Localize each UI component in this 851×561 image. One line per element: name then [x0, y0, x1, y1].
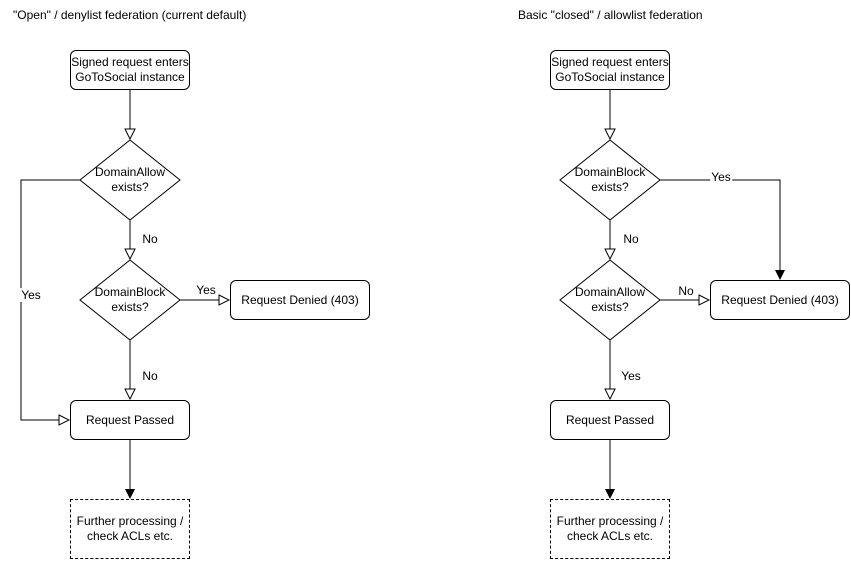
right-decision-block-diamond	[559, 139, 661, 221]
left-entry-node: Signed request enters GoToSocial instanc…	[70, 50, 190, 90]
right-decision-allow-diamond	[559, 259, 661, 341]
left-edge-label-block-no: No	[141, 369, 159, 383]
left-decision-block-diamond	[79, 259, 181, 341]
left-decision-allow-diamond	[79, 139, 181, 221]
right-chart-title: Basic "closed" / allowlist federation	[518, 8, 703, 22]
right-edge-label-allow-no: No	[677, 284, 695, 298]
right-denied-node: Request Denied (403)	[710, 280, 850, 320]
left-chart-title: "Open" / denylist federation (current de…	[13, 8, 247, 22]
right-entry-node: Signed request enters GoToSocial instanc…	[550, 50, 670, 90]
left-edge-label-allow-yes: Yes	[20, 288, 42, 302]
right-edge-label-block-no: No	[622, 232, 640, 246]
left-edge-label-block-yes: Yes	[195, 283, 217, 297]
right-edge-label-block-yes: Yes	[710, 170, 732, 184]
right-edge-block-yes	[660, 179, 785, 280]
left-edge-label-allow-no: No	[141, 232, 159, 246]
right-further-node: Further processing / check ACLs etc.	[550, 499, 670, 559]
left-further-node: Further processing / check ACLs etc.	[70, 499, 190, 559]
left-passed-node: Request Passed	[70, 400, 190, 440]
right-passed-node: Request Passed	[550, 400, 670, 440]
left-denied-node: Request Denied (403)	[230, 280, 370, 320]
right-edge-label-allow-yes: Yes	[620, 369, 642, 383]
